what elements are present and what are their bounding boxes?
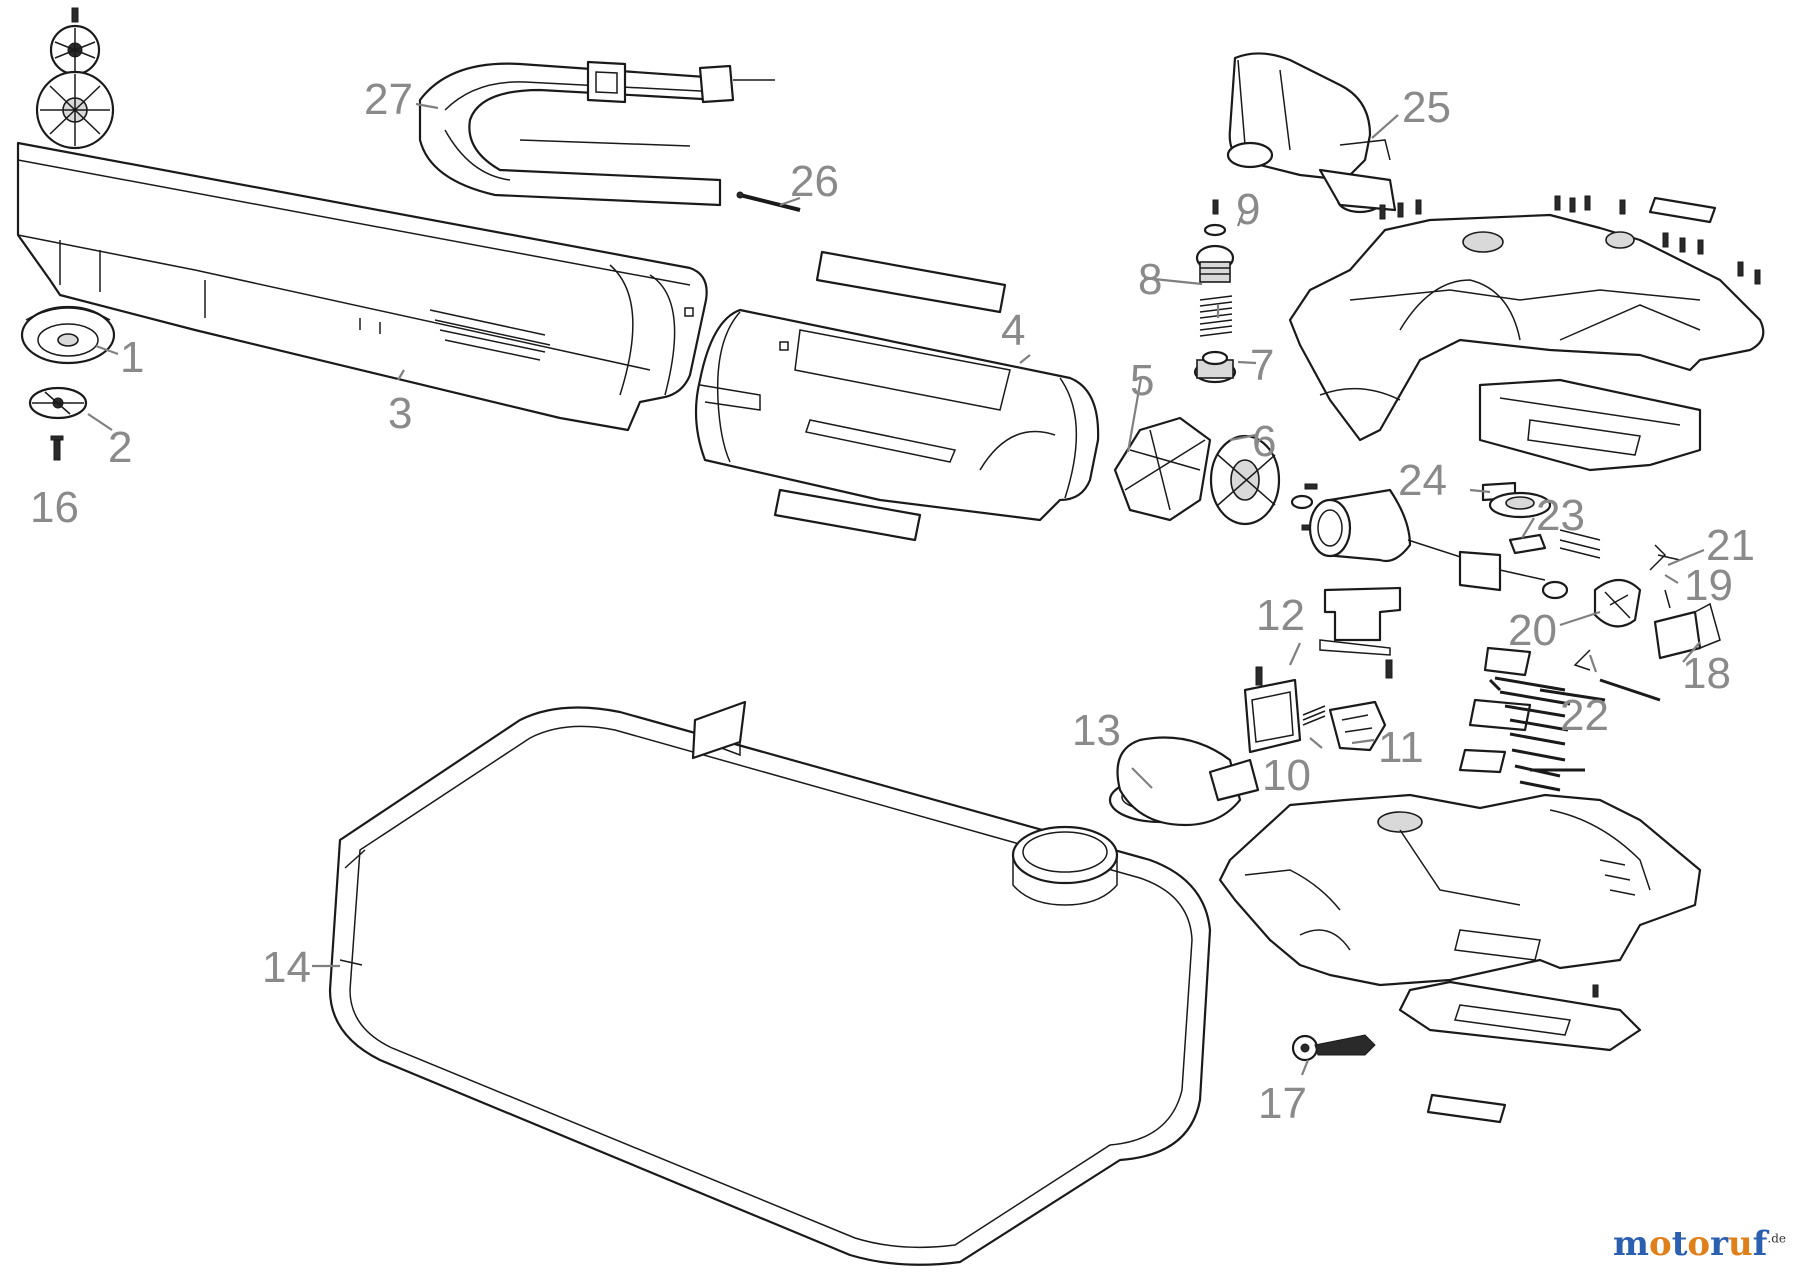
- part-25-handle: [1226, 52, 1397, 214]
- part-14-collection-bag: [328, 700, 1212, 1266]
- wheel-assembly: [20, 7, 116, 461]
- watermark-text: motoruf: [1613, 1224, 1767, 1264]
- watermark-letter: o: [1649, 1224, 1672, 1264]
- label-part-13: 13: [1072, 706, 1121, 755]
- label-part-7: 7: [1250, 341, 1274, 390]
- label-part-5: 5: [1130, 356, 1154, 405]
- part-26-pin: [736, 191, 801, 212]
- upper-housing: [1288, 213, 1765, 472]
- label-part-27: 27: [364, 75, 413, 124]
- label-part-24: 24: [1398, 456, 1447, 505]
- label-part-3: 3: [388, 389, 412, 438]
- watermark-letter: o: [1687, 1224, 1711, 1264]
- label-part-14: 14: [262, 943, 311, 992]
- part-13-bag-adapter: [1108, 736, 1260, 827]
- watermark-suffix: .de: [1767, 1231, 1786, 1246]
- parts-7-8-9-motor-stack: [1193, 199, 1237, 384]
- label-part-20: 20: [1508, 606, 1557, 655]
- part-3-front-tube: [16, 141, 708, 432]
- label-part-21: 21: [1706, 521, 1755, 570]
- label-part-11: 11: [1378, 723, 1424, 772]
- label-part-6: 6: [1252, 417, 1276, 466]
- motor-assembly: [1290, 483, 1569, 600]
- label-part-4: 4: [1001, 306, 1025, 355]
- label-part-17: 17: [1258, 1079, 1307, 1128]
- leader-lines: [87, 102, 1705, 1076]
- watermark-letter: r: [1710, 1224, 1729, 1264]
- part-27-shoulder-strap: [418, 60, 775, 207]
- label-part-16: 16: [30, 483, 79, 532]
- parts-10-11-12-switch-cover: [1243, 586, 1402, 754]
- label-part-26: 26: [790, 157, 839, 206]
- label-part-22: 22: [1560, 691, 1609, 740]
- watermark-letter: u: [1728, 1224, 1753, 1264]
- switch-electronics: [1458, 481, 1721, 774]
- label-part-19: 19: [1684, 561, 1733, 610]
- label-part-12: 12: [1256, 591, 1305, 640]
- watermark-logo: motoruf.de: [1613, 1224, 1786, 1264]
- part-17-key: [1291, 1034, 1376, 1062]
- screws-top: [1379, 195, 1761, 285]
- label-part-25: 25: [1402, 83, 1451, 132]
- watermark-letter: t: [1671, 1224, 1688, 1264]
- label-part-2: 2: [108, 423, 132, 472]
- label-part-10: 10: [1262, 751, 1311, 800]
- label-part-1: 1: [120, 333, 144, 382]
- label-plates: [773, 196, 1717, 1124]
- label-part-9: 9: [1236, 185, 1260, 234]
- lower-housing: [1218, 793, 1702, 1052]
- label-part-23: 23: [1536, 491, 1585, 540]
- watermark-letter: f: [1752, 1224, 1768, 1264]
- part-labels: 1 2 3 4 5 6 7 8 9 10 11 12 13 14 16 17 1…: [30, 75, 1755, 1128]
- label-part-8: 8: [1138, 255, 1162, 304]
- watermark-letter: m: [1613, 1224, 1649, 1264]
- part-4-rear-tube: [694, 308, 1100, 522]
- label-part-18: 18: [1682, 649, 1731, 698]
